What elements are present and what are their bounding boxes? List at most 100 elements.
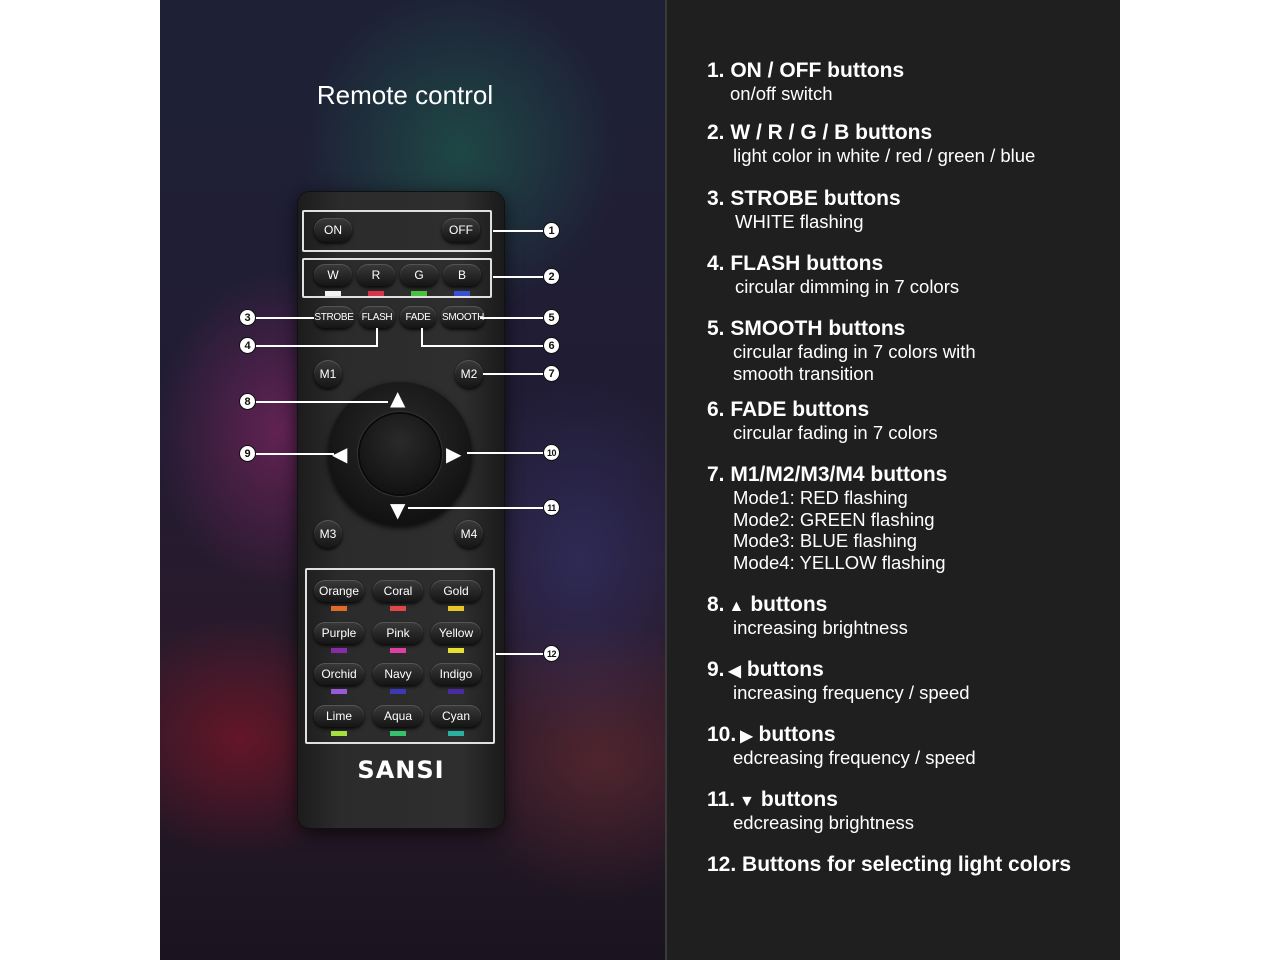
- desc-10-num: 10.: [707, 723, 737, 746]
- up-triangle-icon: ▲: [728, 598, 745, 615]
- color-swatch-yellow: [448, 648, 464, 653]
- callout-4: 4: [239, 337, 256, 354]
- desc-8-heading: 8.▲buttons: [707, 593, 908, 617]
- desc-1-line-1: on/off switch: [730, 83, 833, 104]
- desc-7-line-3: Mode3: BLUE flashing: [733, 530, 918, 551]
- color-button-orchid[interactable]: Orchid: [314, 663, 364, 685]
- desc-4: 4. FLASH buttons circular dimming in 7 c…: [707, 252, 959, 298]
- callout-12: 12: [543, 645, 560, 662]
- desc-7: 7. M1/M2/M3/M4 buttons Mode1: RED flashi…: [707, 463, 947, 573]
- callout-1: 1: [543, 222, 560, 239]
- leader-5: [480, 317, 543, 319]
- color-swatch-coral: [390, 606, 406, 611]
- desc-9-line-1: increasing frequency / speed: [733, 682, 970, 703]
- color-swatch-indigo: [448, 689, 464, 694]
- wrgb-frame: [302, 258, 492, 298]
- color-button-navy[interactable]: Navy: [373, 663, 423, 685]
- on-button[interactable]: ON: [314, 218, 352, 242]
- color-button-orange[interactable]: Orange: [314, 580, 364, 602]
- w-button[interactable]: W: [314, 264, 352, 286]
- r-button[interactable]: R: [357, 264, 395, 286]
- desc-11-num: 11.: [707, 788, 736, 811]
- right-arrow-icon[interactable]: ▶: [446, 442, 462, 466]
- color-swatch-gold: [448, 606, 464, 611]
- remote-panel: Remote control ON OFF W R G B STROBE FLA…: [160, 0, 665, 960]
- color-swatch-orange: [331, 606, 347, 611]
- desc-11-heading: 11.▼buttons: [707, 788, 914, 812]
- desc-2-line-1: light color in white / red / green / blu…: [733, 145, 1036, 166]
- desc-10-rest: buttons: [758, 723, 836, 746]
- m3-button[interactable]: M3: [314, 520, 342, 548]
- desc-7-line-4: Mode4: YELLOW flashing: [733, 551, 946, 573]
- leader-4-v: [376, 328, 378, 346]
- b-swatch: [454, 291, 470, 296]
- smooth-button[interactable]: SMOOTH: [441, 306, 485, 328]
- desc-12: 12. Buttons for selecting light colors: [707, 853, 1071, 877]
- leader-12: [496, 653, 543, 655]
- left-triangle-icon: ◀: [728, 663, 741, 680]
- m4-button[interactable]: M4: [455, 520, 483, 548]
- desc-5: 5. SMOOTH buttons circular fading in 7 c…: [707, 317, 976, 384]
- color-swatch-navy: [390, 689, 406, 694]
- color-swatch-pink: [390, 648, 406, 653]
- m1-button[interactable]: M1: [314, 360, 342, 388]
- color-button-lime[interactable]: Lime: [314, 705, 364, 727]
- down-triangle-icon: ▼: [739, 793, 755, 810]
- desc-6-heading: 6. FADE buttons: [707, 398, 870, 421]
- color-button-gold[interactable]: Gold: [431, 580, 481, 602]
- on-off-frame: [302, 210, 492, 252]
- description-panel: 1. ON / OFF buttons on/off switch 2. W /…: [667, 0, 1120, 960]
- desc-11-line-1: edcreasing brightness: [733, 812, 914, 833]
- desc-9-heading: 9.◀buttons: [707, 658, 970, 682]
- g-swatch: [411, 291, 427, 296]
- color-button-indigo[interactable]: Indigo: [431, 663, 481, 685]
- desc-6-line-1: circular fading in 7 colors: [733, 422, 938, 443]
- desc-10-heading: 10.▶buttons: [707, 723, 976, 747]
- color-button-aqua[interactable]: Aqua: [373, 705, 423, 727]
- color-button-purple[interactable]: Purple: [314, 622, 364, 644]
- desc-5-line-1: circular fading in 7 colors with: [733, 341, 976, 362]
- callout-2: 2: [543, 268, 560, 285]
- flash-button[interactable]: FLASH: [359, 306, 395, 328]
- desc-3-heading: 3. STROBE buttons: [707, 187, 901, 210]
- desc-3-line-1: WHITE flashing: [735, 211, 864, 232]
- direction-pad: ▲ ◀ ▶ ▼: [328, 382, 472, 526]
- desc-1: 1. ON / OFF buttons on/off switch: [707, 59, 904, 105]
- g-button[interactable]: G: [400, 264, 438, 286]
- fade-button[interactable]: FADE: [400, 306, 436, 328]
- callout-6: 6: [543, 337, 560, 354]
- callout-5: 5: [543, 309, 560, 326]
- color-button-coral[interactable]: Coral: [373, 580, 423, 602]
- pad-center-button[interactable]: [360, 414, 440, 494]
- callout-7: 7: [543, 365, 560, 382]
- leader-7: [483, 373, 543, 375]
- up-arrow-icon[interactable]: ▲: [390, 386, 406, 410]
- remote-title: Remote control: [316, 80, 494, 110]
- down-arrow-icon[interactable]: ▼: [390, 498, 406, 522]
- m2-button[interactable]: M2: [455, 360, 483, 388]
- leader-9: [256, 453, 334, 455]
- callout-3: 3: [239, 309, 256, 326]
- product-infographic: Remote control ON OFF W R G B STROBE FLA…: [160, 0, 1120, 960]
- desc-3: 3. STROBE buttons WHITE flashing: [707, 187, 901, 233]
- callout-8: 8: [239, 393, 256, 410]
- color-button-yellow[interactable]: Yellow: [431, 622, 481, 644]
- left-arrow-icon[interactable]: ◀: [332, 442, 348, 466]
- desc-8-rest: buttons: [750, 593, 828, 616]
- color-button-pink[interactable]: Pink: [373, 622, 423, 644]
- leader-4-h: [256, 345, 378, 347]
- color-swatch-aqua: [390, 731, 406, 736]
- off-button[interactable]: OFF: [442, 218, 480, 242]
- color-button-cyan[interactable]: Cyan: [431, 705, 481, 727]
- desc-4-heading: 4. FLASH buttons: [707, 252, 884, 275]
- desc-2: 2. W / R / G / B buttons light color in …: [707, 121, 1035, 167]
- desc-5-heading: 5. SMOOTH buttons: [707, 317, 906, 340]
- b-button[interactable]: B: [443, 264, 481, 286]
- brand-logo: SANSI: [357, 756, 445, 784]
- strobe-button[interactable]: STROBE: [314, 306, 354, 328]
- panel-divider: [665, 0, 667, 960]
- desc-11: 11.▼buttons edcreasing brightness: [707, 788, 914, 834]
- desc-12-heading: 12. Buttons for selecting light colors: [707, 853, 1072, 876]
- desc-6: 6. FADE buttons circular fading in 7 col…: [707, 398, 938, 444]
- desc-9: 9.◀buttons increasing frequency / speed: [707, 658, 970, 704]
